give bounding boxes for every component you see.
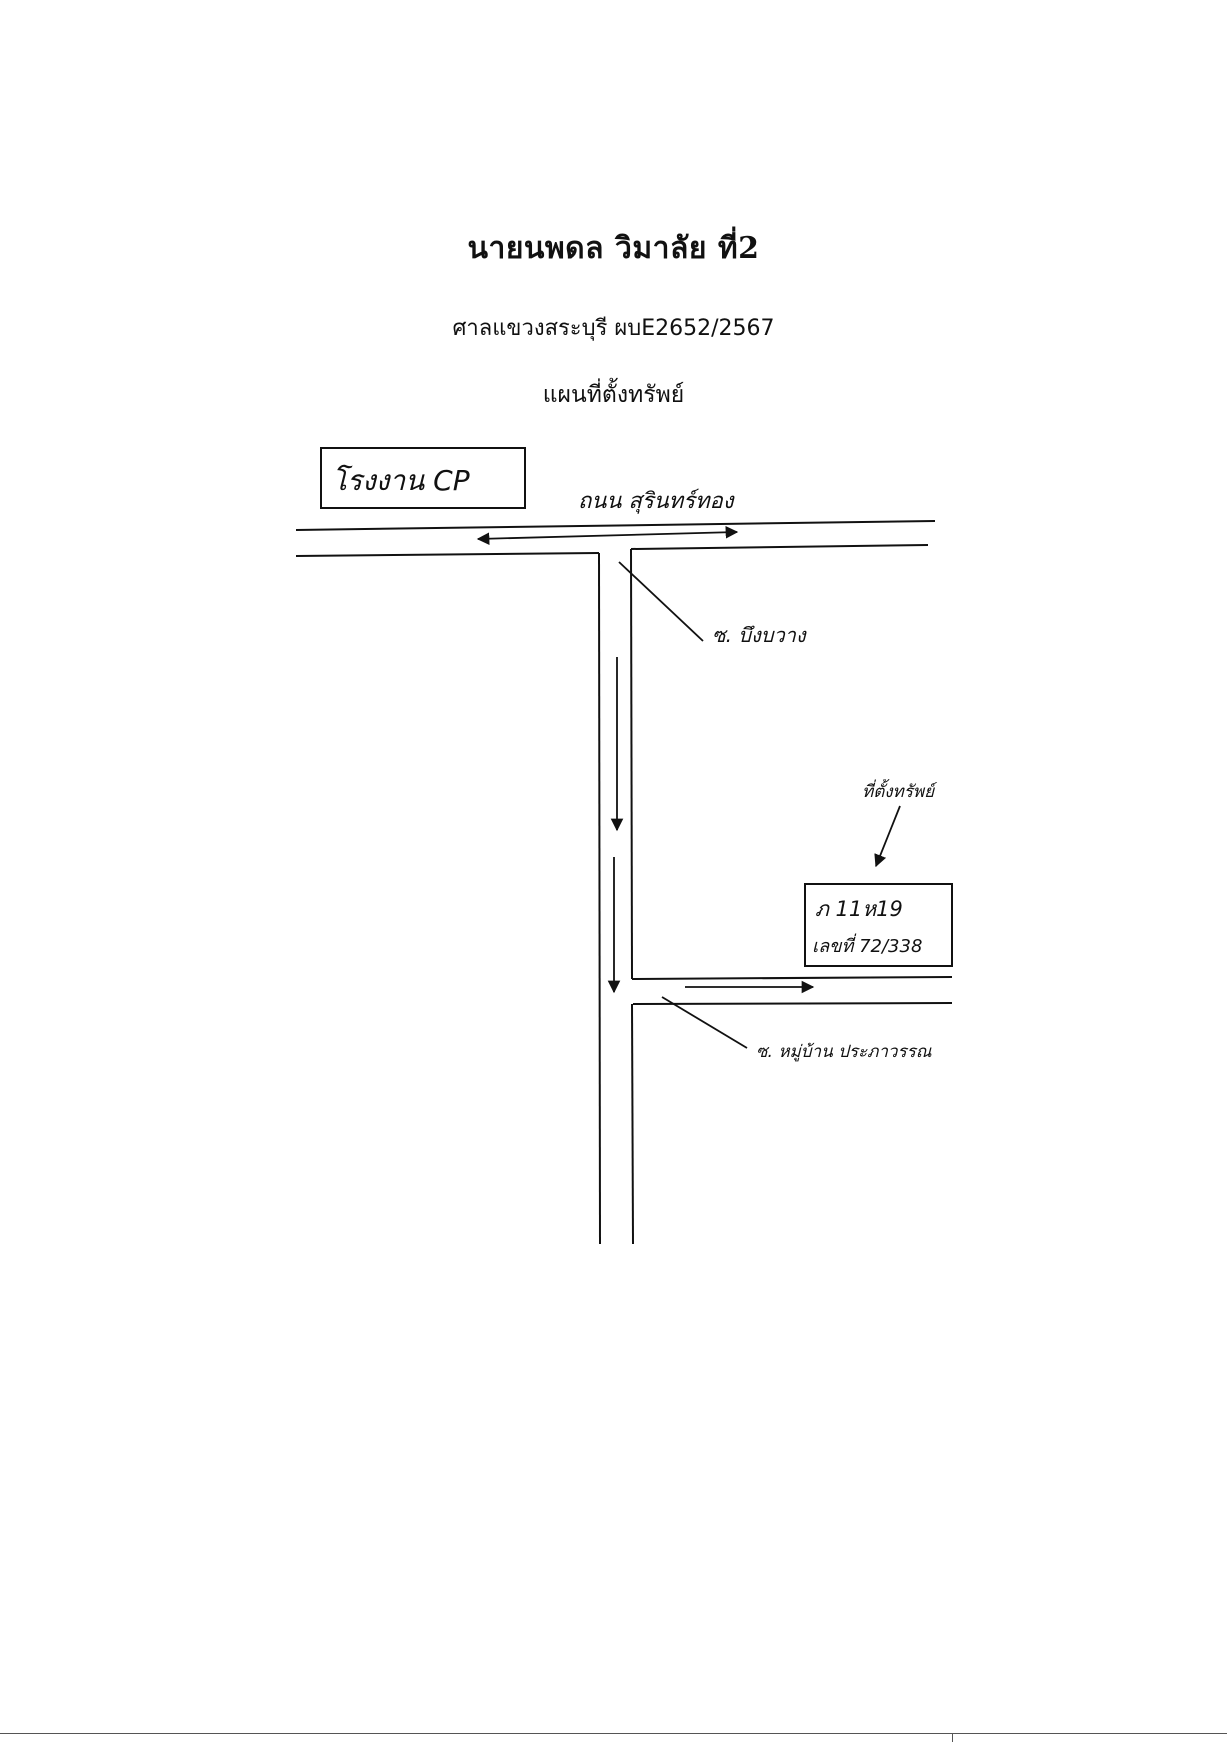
map-heading: แผนที่ตั้งทรัพย์	[542, 382, 685, 408]
main-road-top-edge	[295, 520, 936, 531]
main-road-bottom-edge-left	[295, 552, 600, 557]
upper-soi-pointer	[618, 561, 704, 642]
side-road-top-edge	[631, 976, 953, 980]
landmark-box-label: โรงงาน CP	[332, 464, 470, 497]
property-pointer-label: ที่ตั้งทรัพย์	[862, 778, 938, 802]
soi-right-edge-lower	[631, 1003, 634, 1245]
lower-soi-pointer	[661, 996, 748, 1049]
soi-left-edge	[598, 552, 601, 1245]
document-title: นายนพดล วิมาลัย ที่2	[467, 231, 760, 266]
footer-tick	[952, 1733, 953, 1742]
soi-right-edge-upper	[630, 548, 633, 980]
property-box-line2: เลขที่ 72/338	[812, 933, 922, 957]
lower-soi-label: ซ. หมู่บ้าน ประภาวรรณ	[756, 1042, 932, 1062]
property-pointer-arrow	[874, 805, 901, 868]
main-road-bottom-edge-right	[630, 544, 929, 550]
property-box-line1: ภ 11ห19	[815, 897, 903, 921]
main-road-two-way-arrow	[476, 526, 739, 545]
property-box	[804, 883, 953, 967]
upper-soi-label: ซ. บึงบวาง	[712, 623, 807, 647]
main-road-label: ถนน สุรินทร์ทอง	[578, 488, 736, 514]
court-case-line: ศาลแขวงสระบุรี ผบE2652/2567	[452, 316, 775, 341]
footer-rule	[0, 1733, 1227, 1734]
side-road-bottom-edge	[632, 1002, 953, 1005]
landmark-box	[320, 447, 526, 509]
